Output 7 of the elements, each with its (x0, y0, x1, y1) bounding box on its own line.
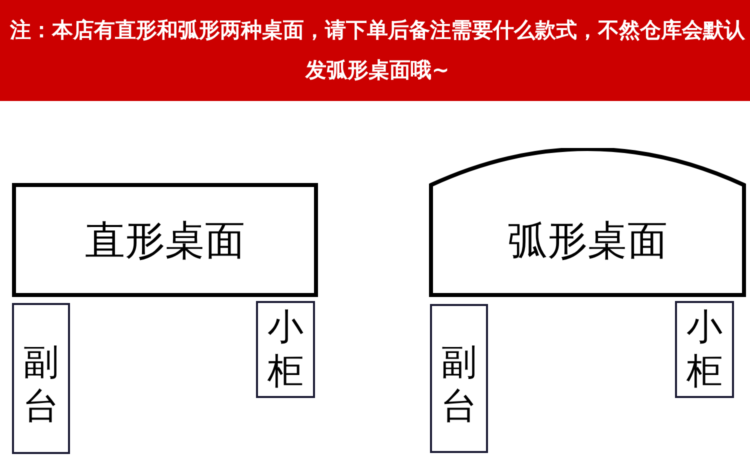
tabletop-box: 直形桌面 (12, 183, 318, 297)
cabinet-box: 小柜 (256, 301, 315, 398)
arched-tabletop: 弧形桌面 (429, 148, 746, 297)
cabinet-box: 副台 (12, 303, 70, 454)
notice-text: 注：本店有直形和弧形两种桌面，请下单后备注需要什么款式，不然仓库会默认发弧形桌面哦~ (10, 17, 745, 84)
cabinet-box: 小柜 (675, 301, 734, 398)
cabinet-box: 副台 (430, 304, 488, 453)
